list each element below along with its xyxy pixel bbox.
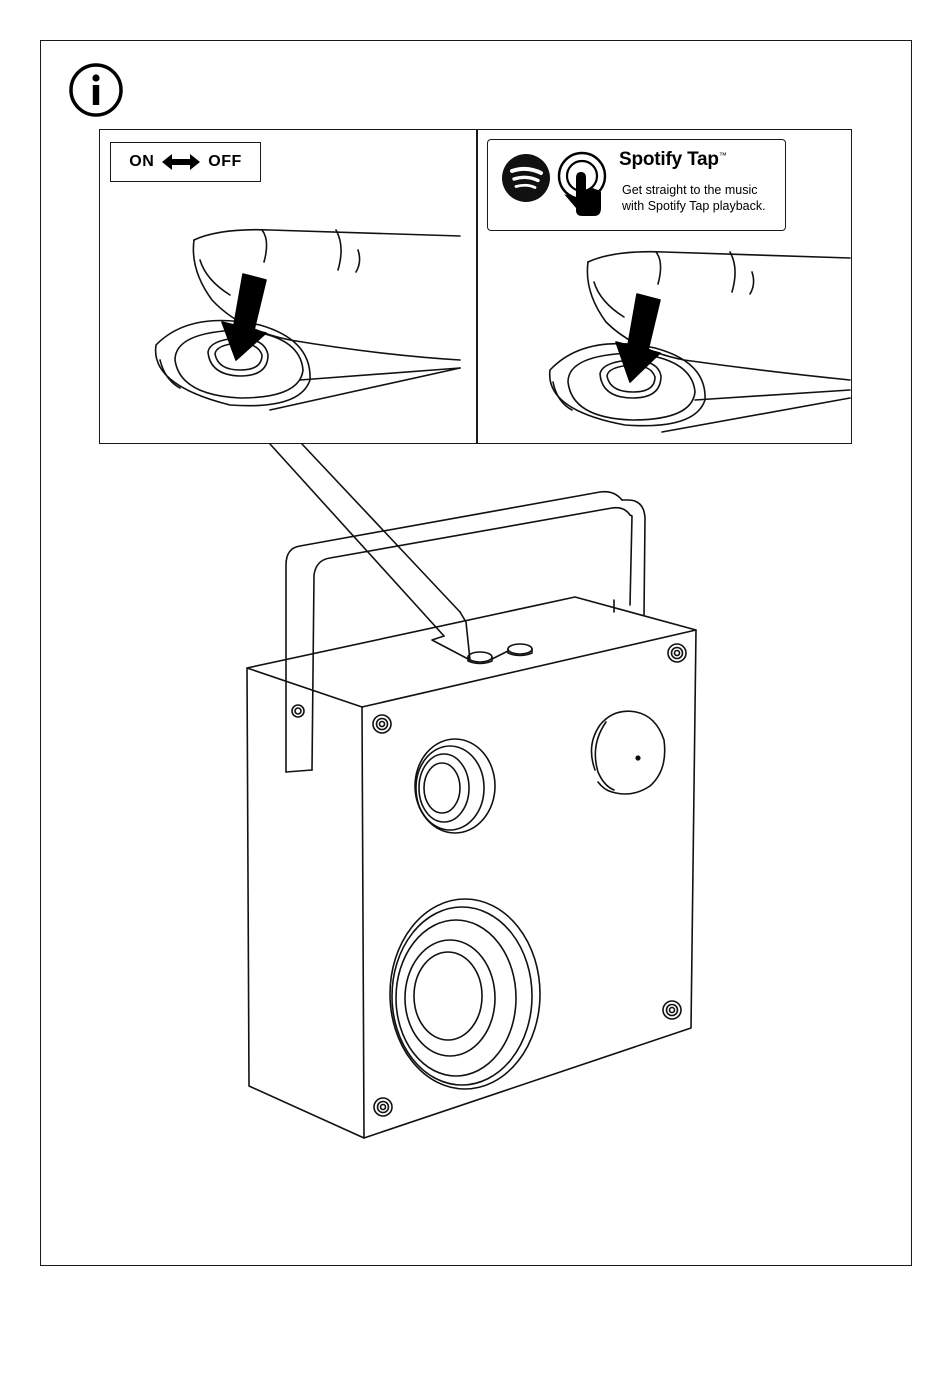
woofer [390,899,540,1089]
left-press-arrow [222,274,266,360]
callout-arrow [270,444,470,660]
tweeter [415,739,495,833]
screws [292,644,686,1116]
volume-knob [591,711,664,794]
right-press-arrow [616,294,660,382]
right-panel-finger-illustration [550,252,850,432]
speaker-handle [286,492,645,772]
left-panel-finger-illustration [156,230,460,410]
speaker-body [247,597,696,1138]
